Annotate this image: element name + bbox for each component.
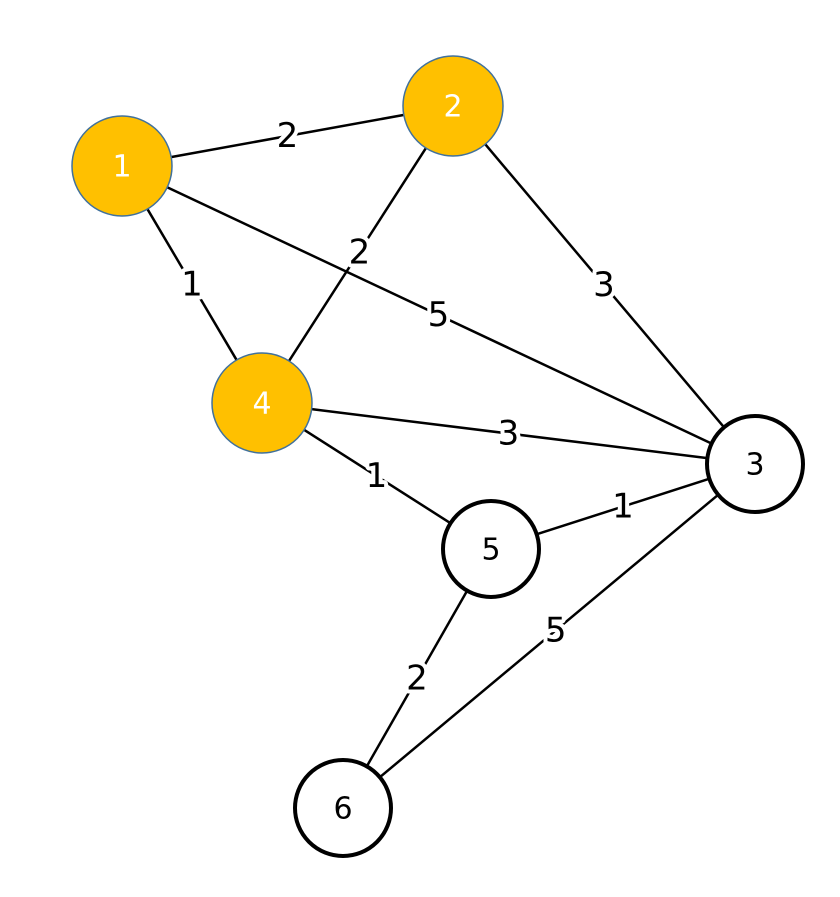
edge-n5-n6 xyxy=(366,590,468,767)
node-circle-2 xyxy=(402,55,504,157)
node-label-6: 6 xyxy=(333,792,352,827)
node-2: 2 xyxy=(402,55,504,157)
edge-weight-n4-n3: 3 xyxy=(498,414,520,454)
edge-weight-n1-n3: 5 xyxy=(428,295,450,335)
edge-weight-n5-n6: 2 xyxy=(406,659,428,699)
edge-weight-n2-n3: 3 xyxy=(593,265,615,305)
node-label-4: 4 xyxy=(252,387,271,422)
node-5: 5 xyxy=(441,499,541,599)
node-3: 3 xyxy=(705,414,805,514)
edge-weight-n4-n5: 1 xyxy=(366,456,388,496)
node-1: 1 xyxy=(71,115,173,217)
node-circle-1 xyxy=(71,115,173,217)
node-label-1: 1 xyxy=(112,150,131,185)
node-label-3: 3 xyxy=(745,448,764,483)
node-circle-5 xyxy=(441,499,541,599)
edge-n4-n3 xyxy=(310,407,707,460)
edge-n5-n3 xyxy=(537,477,709,536)
edge-weight-n1-n4: 1 xyxy=(181,265,203,305)
node-circle-6 xyxy=(293,758,393,858)
node-circle-3 xyxy=(705,414,805,514)
edge-n4-n5 xyxy=(302,428,451,524)
edge-weight-n2-n4: 2 xyxy=(349,233,371,273)
edges-layer xyxy=(145,113,725,778)
edge-n2-n4 xyxy=(287,146,428,363)
edge-weight-n1-n2: 2 xyxy=(277,116,299,156)
edge-n1-n3 xyxy=(165,185,712,445)
edge-n1-n4 xyxy=(145,207,239,362)
node-label-5: 5 xyxy=(481,533,500,568)
edge-weight-n3-n6: 5 xyxy=(545,610,567,650)
edge-n1-n2 xyxy=(169,113,406,159)
edge-weights-layer: 2 1 5 2 3 3 1 1 2 5 xyxy=(177,112,638,703)
node-4: 4 xyxy=(211,352,313,454)
edge-n2-n3 xyxy=(483,142,725,428)
node-label-2: 2 xyxy=(443,90,462,125)
node-circle-4 xyxy=(211,352,313,454)
edge-weight-n5-n3: 1 xyxy=(612,487,634,527)
node-6: 6 xyxy=(293,758,393,858)
nodes-layer: 1 2 3 4 5 6 xyxy=(71,55,805,858)
edge-n3-n6 xyxy=(379,494,719,778)
